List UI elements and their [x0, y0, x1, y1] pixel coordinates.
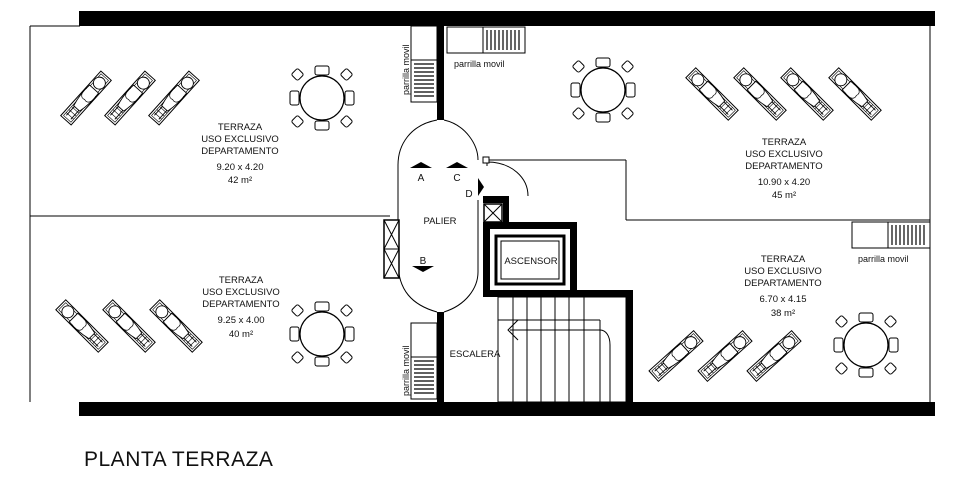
terraza-ne-area: 45 m² [772, 190, 796, 201]
grill-top [446, 26, 526, 54]
terraza-nw-label: TERRAZA USO EXCLUSIVO DEPARTAMENTO 9.20 … [201, 122, 279, 186]
door-c-arrow [446, 162, 468, 168]
terraza-sw-label: TERRAZA USO EXCLUSIVO DEPARTAMENTO 9.25 … [202, 275, 280, 340]
terraza-sw-line3: DEPARTAMENTO [202, 299, 279, 310]
parrilla-vertical-bottom-label: parrilla movil [401, 345, 411, 396]
door-d-swing [482, 156, 529, 197]
door-b-label: B [420, 256, 427, 267]
terraza-sw-line2: USO EXCLUSIVO [202, 287, 280, 298]
door-a-label: A [418, 173, 425, 184]
door-d-label: D [465, 189, 472, 200]
terraza-ne-line2: USO EXCLUSIVO [745, 149, 823, 160]
parrilla-top-label: parrilla movil [454, 59, 505, 69]
staircase [497, 296, 627, 403]
terraza-nw-area: 42 m² [228, 175, 252, 186]
grill-vertical-bottom [410, 322, 438, 400]
terraza-se-line3: DEPARTAMENTO [744, 278, 821, 289]
table-ne [570, 57, 636, 123]
palier-label: PALIER [423, 216, 456, 227]
terraza-sw-line1: TERRAZA [219, 275, 264, 286]
shafts [383, 203, 503, 279]
terraza-ne-line1: TERRAZA [762, 137, 807, 148]
terraza-ne-line3: DEPARTAMENTO [745, 161, 822, 172]
ascensor-label: ASCENSOR [504, 256, 557, 267]
door-arrows [410, 162, 484, 272]
loungers-ne [685, 67, 882, 121]
terraza-sw-area: 40 m² [229, 329, 253, 340]
terraza-se-dims: 6.70 x 4.15 [759, 294, 806, 305]
terraza-se-area: 38 m² [771, 308, 795, 319]
terraza-nw-line1: TERRAZA [218, 122, 263, 133]
door-c-label: C [453, 173, 460, 184]
terraza-ne-label: TERRAZA USO EXCLUSIVO DEPARTAMENTO 10.90… [745, 137, 823, 201]
grill-vertical-top [410, 25, 438, 103]
table-sw [289, 301, 355, 367]
escalera-label: ESCALERA [450, 349, 501, 360]
terraza-se-label: TERRAZA USO EXCLUSIVO DEPARTAMENTO 6.70 … [744, 254, 822, 319]
outer-boundary [29, 25, 931, 402]
walls [79, 11, 935, 416]
terraza-ne-dims: 10.90 x 4.20 [758, 177, 810, 188]
terraza-sw-dims: 9.25 x 4.00 [217, 315, 264, 326]
grill-right [851, 221, 931, 249]
palier-area [397, 119, 479, 313]
door-b-arrow [412, 266, 434, 272]
terraza-se-line2: USO EXCLUSIVO [744, 266, 822, 277]
loungers-sw [55, 299, 203, 353]
plan-title: PLANTA TERRAZA [84, 448, 273, 471]
table-se [833, 312, 899, 378]
door-a-arrow [410, 162, 432, 168]
parrilla-vertical-top-label: parrilla movil [401, 44, 411, 95]
parrilla-right-label: parrilla movil [858, 254, 909, 264]
elevator [494, 234, 566, 286]
loungers-nw [60, 70, 200, 126]
loungers-se [648, 330, 802, 382]
door-d-arrow [478, 178, 484, 196]
table-nw [289, 65, 355, 131]
terraza-nw-dims: 9.20 x 4.20 [216, 162, 263, 173]
terraza-nw-line3: DEPARTAMENTO [201, 146, 278, 157]
terraza-nw-line2: USO EXCLUSIVO [201, 134, 279, 145]
terraza-se-line1: TERRAZA [761, 254, 806, 265]
